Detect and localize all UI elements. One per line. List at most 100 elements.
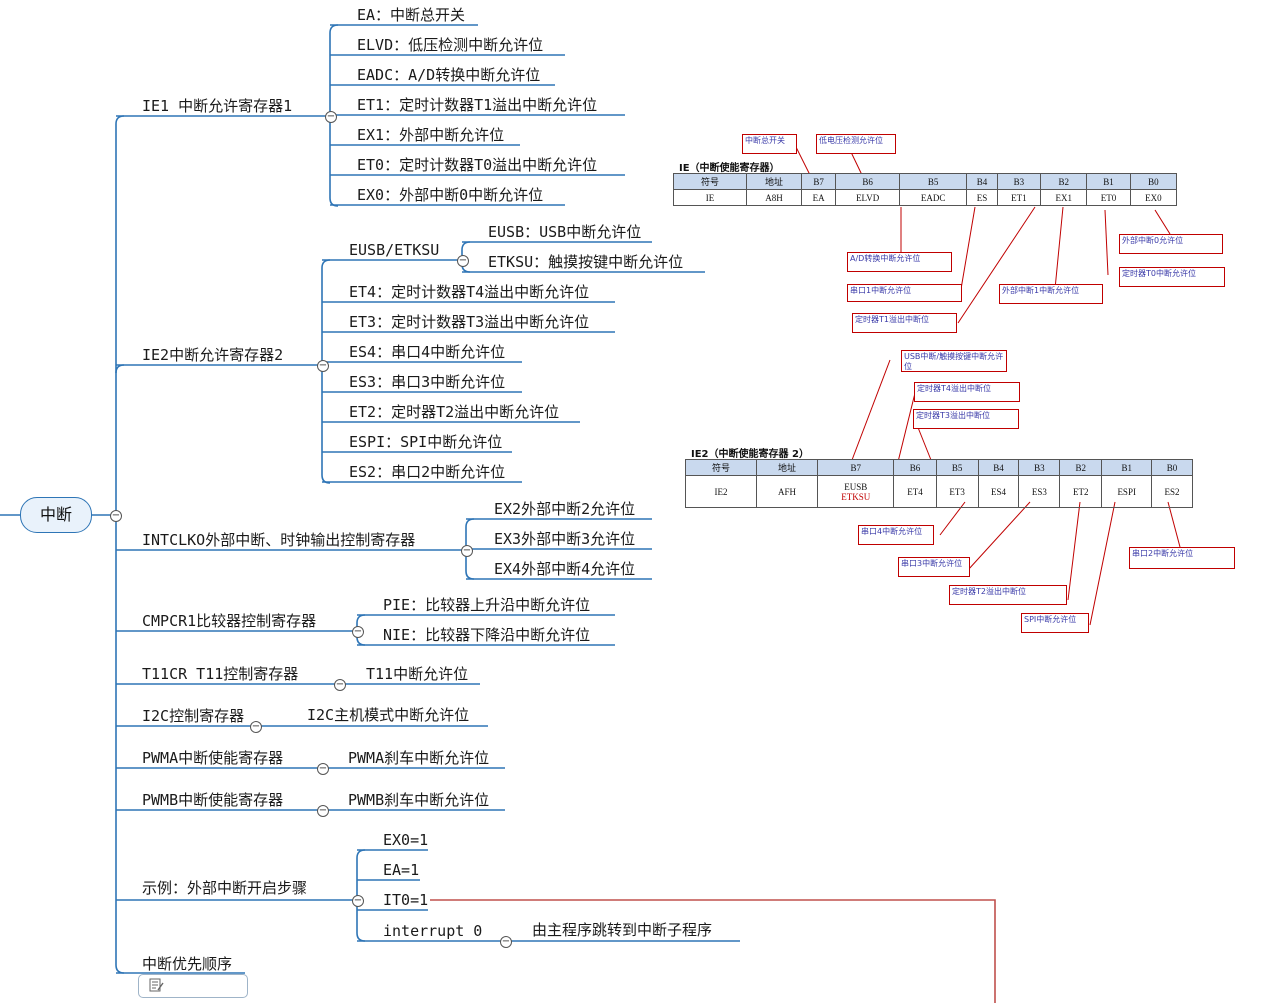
node-etksu[interactable]: ETKSU：触摸按键中断允许位 (488, 253, 684, 271)
ie2-c5: ES4 (977, 475, 1020, 508)
node-et2[interactable]: ET2：定时器T2溢出中断允许位 (349, 403, 560, 421)
node-ea-1[interactable]: EA=1 (383, 861, 420, 879)
ie2-annotation: 串口2中断允许位 (1129, 547, 1235, 569)
node-nie[interactable]: NIE：比较器下降沿中断允许位 (383, 626, 591, 644)
branch-cmpcr1[interactable]: CMPCR1比较器控制寄存器 (142, 612, 317, 630)
branch-ie1[interactable]: IE1 中断允许寄存器1 (142, 97, 293, 115)
node-jump-isr[interactable]: 由主程序跳转到中断子程序 (532, 921, 713, 939)
node-i2c[interactable]: I2C主机模式中断允许位 (307, 706, 470, 724)
ie2-h9: B0 (1151, 459, 1193, 476)
collapse-icon[interactable]: − (334, 679, 346, 691)
collapse-icon[interactable]: − (352, 895, 364, 907)
ie2-h7: B2 (1059, 459, 1103, 476)
node-eadc[interactable]: EADC：A/D转换中断允许位 (357, 66, 541, 84)
ie-table-title: IE（中断使能寄存器） (679, 163, 780, 174)
ie-c9: EX0 (1129, 189, 1178, 206)
node-elvd[interactable]: ELVD：低压检测中断允许位 (357, 36, 544, 54)
collapse-icon[interactable]: − (250, 721, 262, 733)
ie2-h8: B1 (1101, 459, 1153, 476)
branch-t11cr[interactable]: T11CR T11控制寄存器 (142, 665, 299, 683)
node-espi[interactable]: ESPI：SPI中断允许位 (349, 433, 503, 451)
ie-annotation: 定时器T1溢出中断位 (852, 313, 957, 333)
ie-h4: B5 (899, 173, 968, 190)
branch-i2c[interactable]: I2C控制寄存器 (142, 707, 245, 725)
node-et1[interactable]: ET1：定时计数器T1溢出中断允许位 (357, 96, 598, 114)
ie-c8: ET0 (1086, 189, 1131, 206)
ie-c6: ET1 (996, 189, 1042, 206)
collapse-icon[interactable]: − (317, 360, 329, 372)
node-ex0[interactable]: EX0：外部中断0中断允许位 (357, 186, 544, 204)
collapse-icon[interactable]: − (325, 111, 337, 123)
node-it0-1[interactable]: IT0=1 (383, 891, 429, 909)
ie2-annotation: USB中断/触摸按键中断允许位 (901, 350, 1007, 372)
root-node[interactable]: 中断 (20, 497, 92, 533)
node-ea[interactable]: EA：中断总开关 (357, 6, 466, 24)
ie-h5: B4 (966, 173, 998, 190)
ie2-h0: 符号 (685, 459, 757, 476)
branch-ie2[interactable]: IE2中断允许寄存器2 (142, 346, 284, 364)
node-ex0-1[interactable]: EX0=1 (383, 831, 429, 849)
branch-pwmb[interactable]: PWMB中断使能寄存器 (142, 791, 284, 809)
node-ex1[interactable]: EX1：外部中断允许位 (357, 126, 505, 144)
ie2-c4: ET3 (935, 475, 979, 508)
ie2-annotation: 定时器T3溢出中断位 (913, 409, 1019, 429)
collapse-icon[interactable]: − (457, 255, 469, 267)
ie-h0: 符号 (673, 173, 747, 190)
node-eusb-etksu[interactable]: EUSB/ETKSU (349, 241, 440, 259)
collapse-icon[interactable]: − (317, 805, 329, 817)
ie2-etksu: ETKSU (841, 491, 871, 502)
node-et3[interactable]: ET3：定时计数器T3溢出中断允许位 (349, 313, 590, 331)
ie-annotation: 定时器T0中断允许位 (1119, 267, 1225, 287)
ie2-annotation: 定时器T4溢出中断位 (914, 382, 1020, 402)
ie-annotation: 中断总开关 (742, 134, 797, 154)
branch-pwma[interactable]: PWMA中断使能寄存器 (142, 749, 284, 767)
ie2-annotation: 串口3中断允许位 (898, 557, 970, 577)
branch-intclko[interactable]: INTCLKO外部中断、时钟输出控制寄存器 (142, 531, 416, 549)
branch-example[interactable]: 示例：外部中断开启步骤 (142, 879, 308, 897)
ie2-h6: B3 (1018, 459, 1061, 476)
ie2-c7: ET2 (1059, 475, 1103, 508)
ie-annotation: A/D转换中断允许位 (847, 252, 952, 272)
collapse-icon[interactable]: − (352, 626, 364, 638)
node-pwma[interactable]: PWMA刹车中断允许位 (348, 749, 490, 767)
ie2-table-title: IE2（中断使能寄存器 2） (691, 449, 809, 460)
node-t11[interactable]: T11中断允许位 (366, 665, 469, 683)
ie2-h2: B7 (816, 459, 895, 476)
node-ex4[interactable]: EX4外部中断4允许位 (494, 560, 636, 578)
ie2-c1: AFH (756, 475, 818, 508)
node-ex2[interactable]: EX2外部中断2允许位 (494, 500, 636, 518)
ie-h1: 地址 (746, 173, 802, 190)
node-et0[interactable]: ET0：定时计数器T0溢出中断允许位 (357, 156, 598, 174)
node-eusb[interactable]: EUSB：USB中断允许位 (488, 223, 642, 241)
ie-annotation: 低电压检测允许位 (816, 134, 896, 154)
node-es3[interactable]: ES3：串口3中断允许位 (349, 373, 506, 391)
collapse-icon[interactable]: − (317, 763, 329, 775)
ie-c7: EX1 (1040, 189, 1088, 206)
ie-c5: ES (966, 189, 998, 206)
ie-h6: B3 (996, 173, 1042, 190)
note-box[interactable] (138, 974, 248, 998)
ie-h7: B2 (1040, 173, 1088, 190)
collapse-icon[interactable]: − (110, 510, 122, 522)
ie-annotation: 外部中断1中断允许位 (999, 284, 1103, 304)
node-es4[interactable]: ES4：串口4中断允许位 (349, 343, 506, 361)
node-ex3[interactable]: EX3外部中断3允许位 (494, 530, 636, 548)
ie-c4: EADC (899, 189, 968, 206)
ie-c2: EA (800, 189, 837, 206)
note-icon[interactable] (149, 978, 165, 992)
ie-annotation: 串口1中断允许位 (847, 284, 962, 302)
node-es2[interactable]: ES2：串口2中断允许位 (349, 463, 506, 481)
node-pie[interactable]: PIE：比较器上升沿中断允许位 (383, 596, 591, 614)
node-pwmb[interactable]: PWMB刹车中断允许位 (348, 791, 490, 809)
collapse-icon[interactable]: − (500, 936, 512, 948)
ie2-annotation: SPI中断允许位 (1021, 613, 1089, 633)
node-interrupt0[interactable]: interrupt 0 (383, 922, 483, 940)
collapse-icon[interactable]: − (461, 545, 473, 557)
ie2-annotation: 串口4中断允许位 (858, 525, 934, 545)
node-et4[interactable]: ET4：定时计数器T4溢出中断允许位 (349, 283, 590, 301)
branch-priority[interactable]: 中断优先顺序 (142, 955, 233, 973)
ie2-c9: ES2 (1151, 475, 1193, 508)
ie2-h3: B6 (893, 459, 937, 476)
